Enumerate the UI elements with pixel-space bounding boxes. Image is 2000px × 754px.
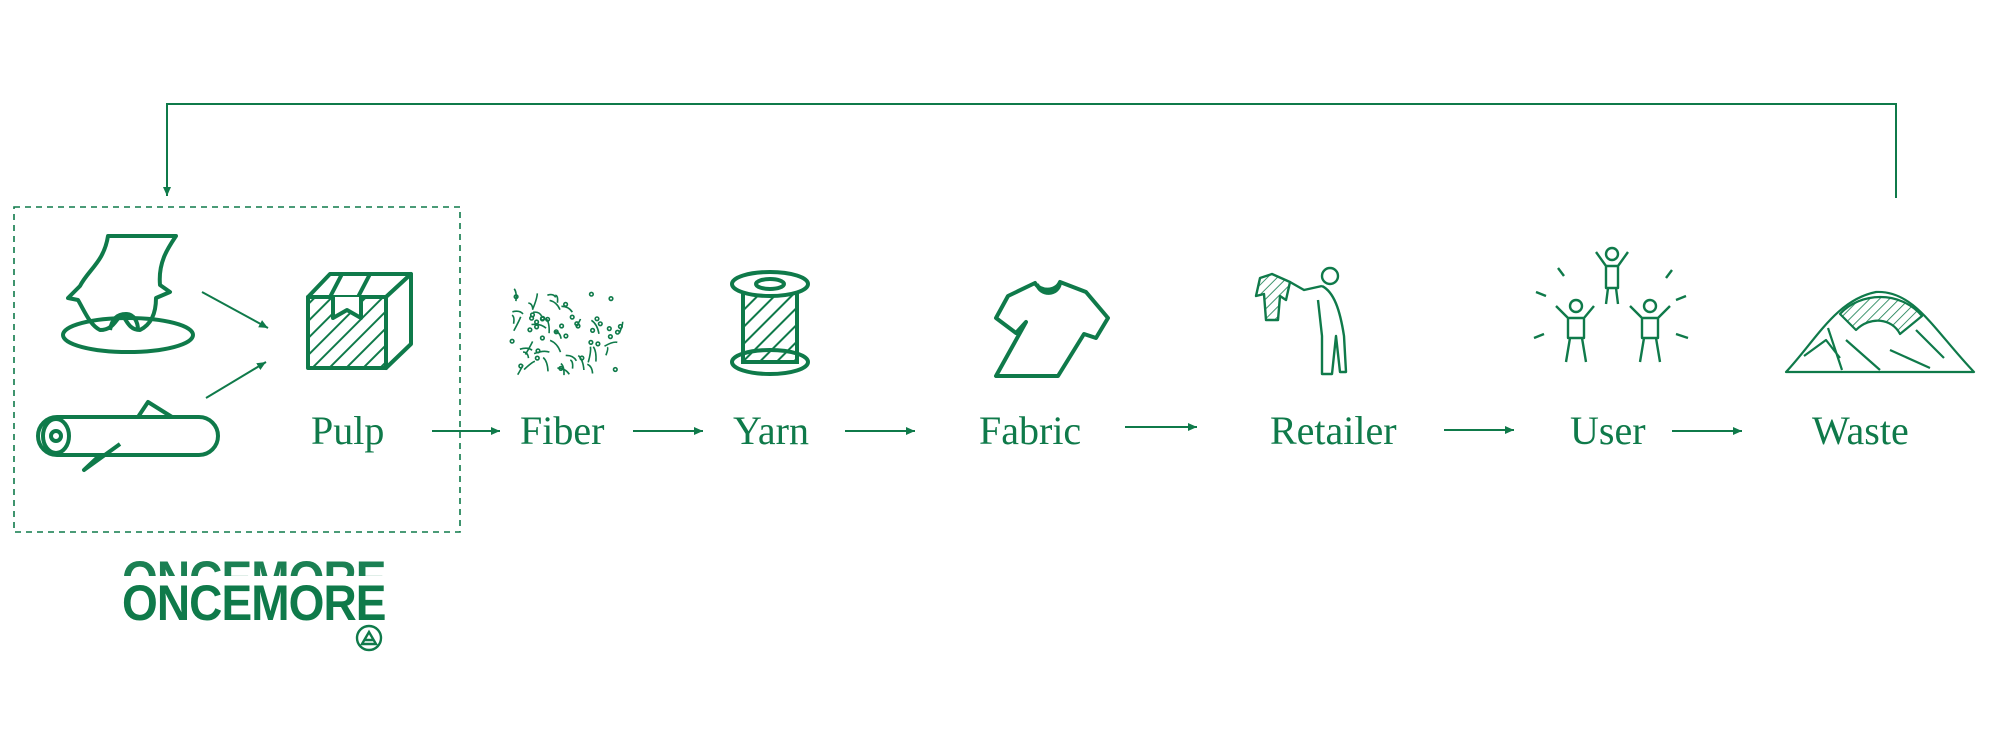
stage-label-user: User [1570,408,1646,453]
stage-label-retailer: Retailer [1270,408,1397,453]
oncemore-logo-text: ONCEMORE [122,575,386,631]
tshirt-icon [994,280,1110,378]
oncemore-logo-mark [355,624,383,652]
wood-chip-icon [61,234,195,354]
stage-label-fabric: Fabric [979,408,1082,453]
oncemore-logo-echo: ONCEMORE [122,554,386,576]
arrow-wood-to-pulp [201,291,269,329]
input-group-box [13,206,461,533]
retailer-person-icon [1254,266,1348,376]
oncemore-logo: ONCEMORE ONCEMORE [122,554,386,628]
arrow-log-to-pulp [205,361,267,399]
stage-label-yarn: Yarn [733,408,809,453]
fiber-icon [509,288,624,376]
stage-label-waste: Waste [1812,408,1909,453]
stage-label-fiber: Fiber [520,408,605,453]
flow-arrows [432,423,1742,435]
stage-label-pulp: Pulp [311,408,385,453]
yarn-spool-icon [730,270,810,376]
waste-pile-icon [1784,290,1976,374]
log-icon [36,400,220,472]
recycle-loop-arrow [163,103,1897,198]
pulp-box-icon [306,272,413,370]
users-pyramid-icon [1533,246,1689,363]
